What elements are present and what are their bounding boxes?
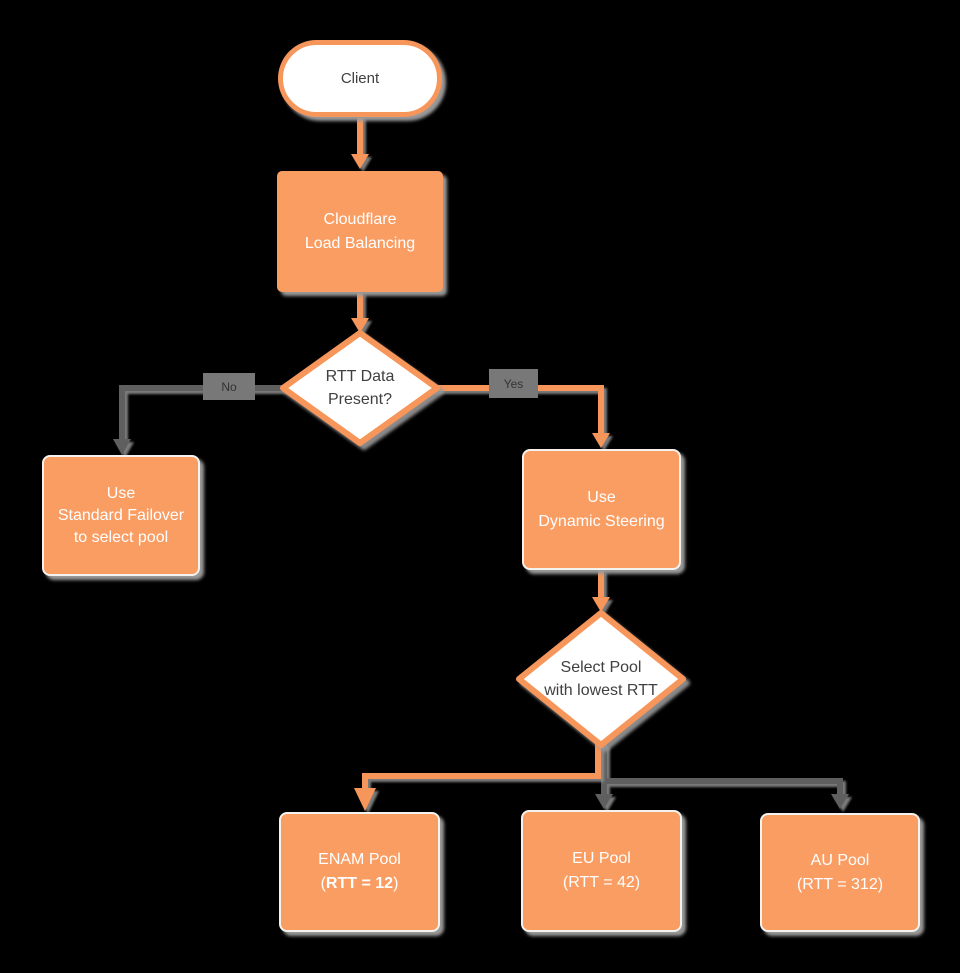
- node-standard-failover: Use Standard Failover to select pool: [42, 455, 200, 576]
- node-cloudflare-load-balancing: Cloudflare Load Balancing: [277, 171, 443, 292]
- edge-label-no: No: [203, 373, 255, 400]
- load-balancing-label-line2: Load Balancing: [304, 234, 416, 252]
- client-label: Client: [340, 70, 380, 87]
- rtt-decision-text: RTT Data Present?: [280, 356, 440, 420]
- arrowhead-dynamic-steering: [592, 433, 610, 448]
- enam-rtt-close: ): [393, 875, 399, 892]
- decision-select-pool-lowest-rtt: [516, 610, 686, 748]
- node-au-pool: AU Pool (RTT = 312): [760, 813, 920, 932]
- pool-decision-line2: with lowest RTT: [544, 682, 658, 699]
- edge-to-au-pool: [601, 744, 843, 796]
- node-client: Client: [278, 40, 442, 117]
- pool-decision-line1: Select Pool: [560, 659, 642, 676]
- load-balancing-label-line1: Cloudflare: [323, 210, 397, 228]
- arrowhead-rtt-decision: [351, 318, 369, 333]
- rtt-decision-line2: Present?: [327, 391, 393, 408]
- arrowhead-enam-pool: [354, 788, 376, 811]
- edge-label-yes: Yes: [489, 369, 538, 398]
- pool-decision-text: Select Pool with lowest RTT: [511, 647, 691, 711]
- node-dynamic-steering: Use Dynamic Steering: [522, 449, 681, 570]
- enam-rtt-open: (: [320, 875, 326, 892]
- standard-failover-line2: Standard Failover: [57, 506, 185, 524]
- enam-rtt-value: RTT = 12: [325, 875, 394, 892]
- dynamic-steering-line1: Use: [587, 488, 616, 506]
- arrowhead-loadbalancer: [351, 154, 369, 169]
- node-eu-pool: EU Pool (RTT = 42): [521, 810, 682, 932]
- standard-failover-line3: to select pool: [73, 528, 169, 546]
- arrowhead-eu-pool: [595, 794, 613, 809]
- decision-rtt-data-present: [280, 330, 440, 446]
- node-enam-pool: ENAM Pool (RTT = 12): [279, 812, 440, 932]
- standard-failover-line1: Use: [106, 484, 136, 502]
- arrowhead-au-pool: [831, 794, 849, 809]
- arrowhead-standard-failover: [113, 439, 131, 455]
- arrowhead-pool-decision: [592, 597, 610, 612]
- au-pool-line1: AU Pool: [810, 851, 870, 869]
- enam-pool-line2: (RTT = 12): [321, 872, 399, 896]
- enam-pool-line1: ENAM Pool: [318, 851, 401, 868]
- eu-pool-line1: EU Pool: [572, 850, 631, 867]
- au-pool-line2: (RTT = 312): [796, 875, 884, 893]
- edge-to-enam-pool: [362, 744, 601, 790]
- rtt-decision-line1: RTT Data: [325, 368, 395, 385]
- dynamic-steering-line2: Dynamic Steering: [538, 512, 665, 530]
- edge-yes-to-dynamic-steering: [431, 385, 604, 435]
- eu-pool-line2: (RTT = 42): [562, 874, 641, 891]
